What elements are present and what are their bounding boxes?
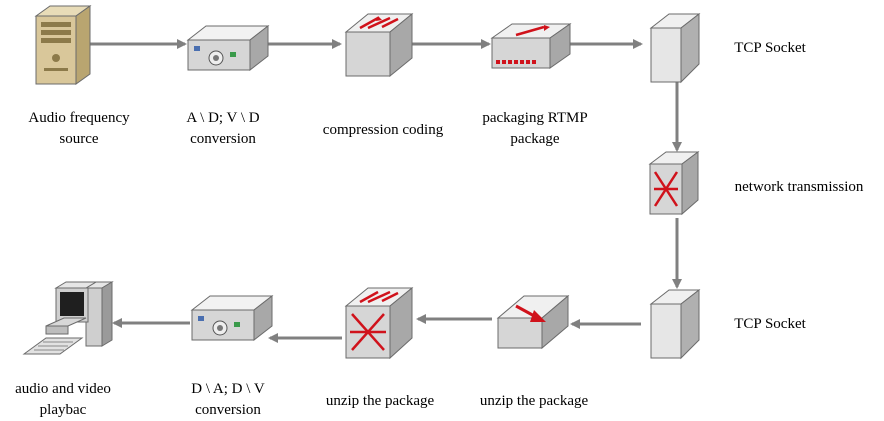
unzip-1-label-line-1: unzip the package	[479, 393, 589, 409]
tcp-socket-bottom-label-line-1: TCP Socket	[734, 316, 806, 332]
unzip-2-label-line-1: unzip the package	[325, 393, 435, 409]
ad-conversion-label-line-2: conversion	[190, 131, 256, 147]
unzip-1-label: unzip the package	[460, 391, 608, 412]
ad-conversion-label-line-1: A \ D; V \ D	[186, 110, 260, 126]
playback-label-line-2: playbac	[39, 402, 87, 418]
core-switch-icon	[344, 286, 414, 360]
network-label: network transmission	[714, 177, 884, 198]
converter-icon	[190, 294, 274, 342]
packaging-label-line-1: packaging RTMP	[482, 110, 588, 126]
converter-icon	[186, 24, 270, 72]
audio-source-label-line-1: Audio frequency	[28, 110, 130, 126]
socket-box-icon	[649, 12, 701, 84]
switch-icon	[344, 12, 414, 78]
desktop-computer-icon	[22, 281, 114, 355]
audio-source-label: Audio frequency source	[4, 108, 154, 150]
packager-icon	[490, 23, 572, 69]
network-label-line-1: network transmission	[734, 179, 864, 195]
connectors	[90, 39, 682, 343]
socket-box-icon	[649, 288, 701, 360]
audio-source-label-line-2: source	[59, 131, 99, 147]
da-conversion-label-line-1: D \ A; D \ V	[191, 381, 265, 397]
network-router-icon	[648, 151, 700, 216]
tcp-socket-top-label-line-1: TCP Socket	[734, 40, 806, 56]
unzip-2-label: unzip the package	[306, 391, 454, 412]
da-conversion-label-line-2: conversion	[195, 402, 261, 418]
packaging-label: packaging RTMP package	[470, 108, 600, 150]
packaging-label-line-2: package	[510, 131, 560, 147]
tcp-socket-bottom-label: TCP Socket	[715, 314, 825, 335]
compression-label: compression coding	[303, 120, 463, 141]
compression-label-line-1: compression coding	[322, 122, 444, 138]
ad-conversion-label: A \ D; V \ D conversion	[163, 108, 283, 150]
playback-label-line-1: audio and video	[15, 381, 111, 397]
server-tower-icon	[34, 5, 92, 85]
tcp-socket-top-label: TCP Socket	[715, 38, 825, 59]
playback-label: audio and video playbac	[0, 379, 126, 421]
router-arrow-icon	[496, 294, 570, 350]
da-conversion-label: D \ A; D \ V conversion	[168, 379, 288, 421]
